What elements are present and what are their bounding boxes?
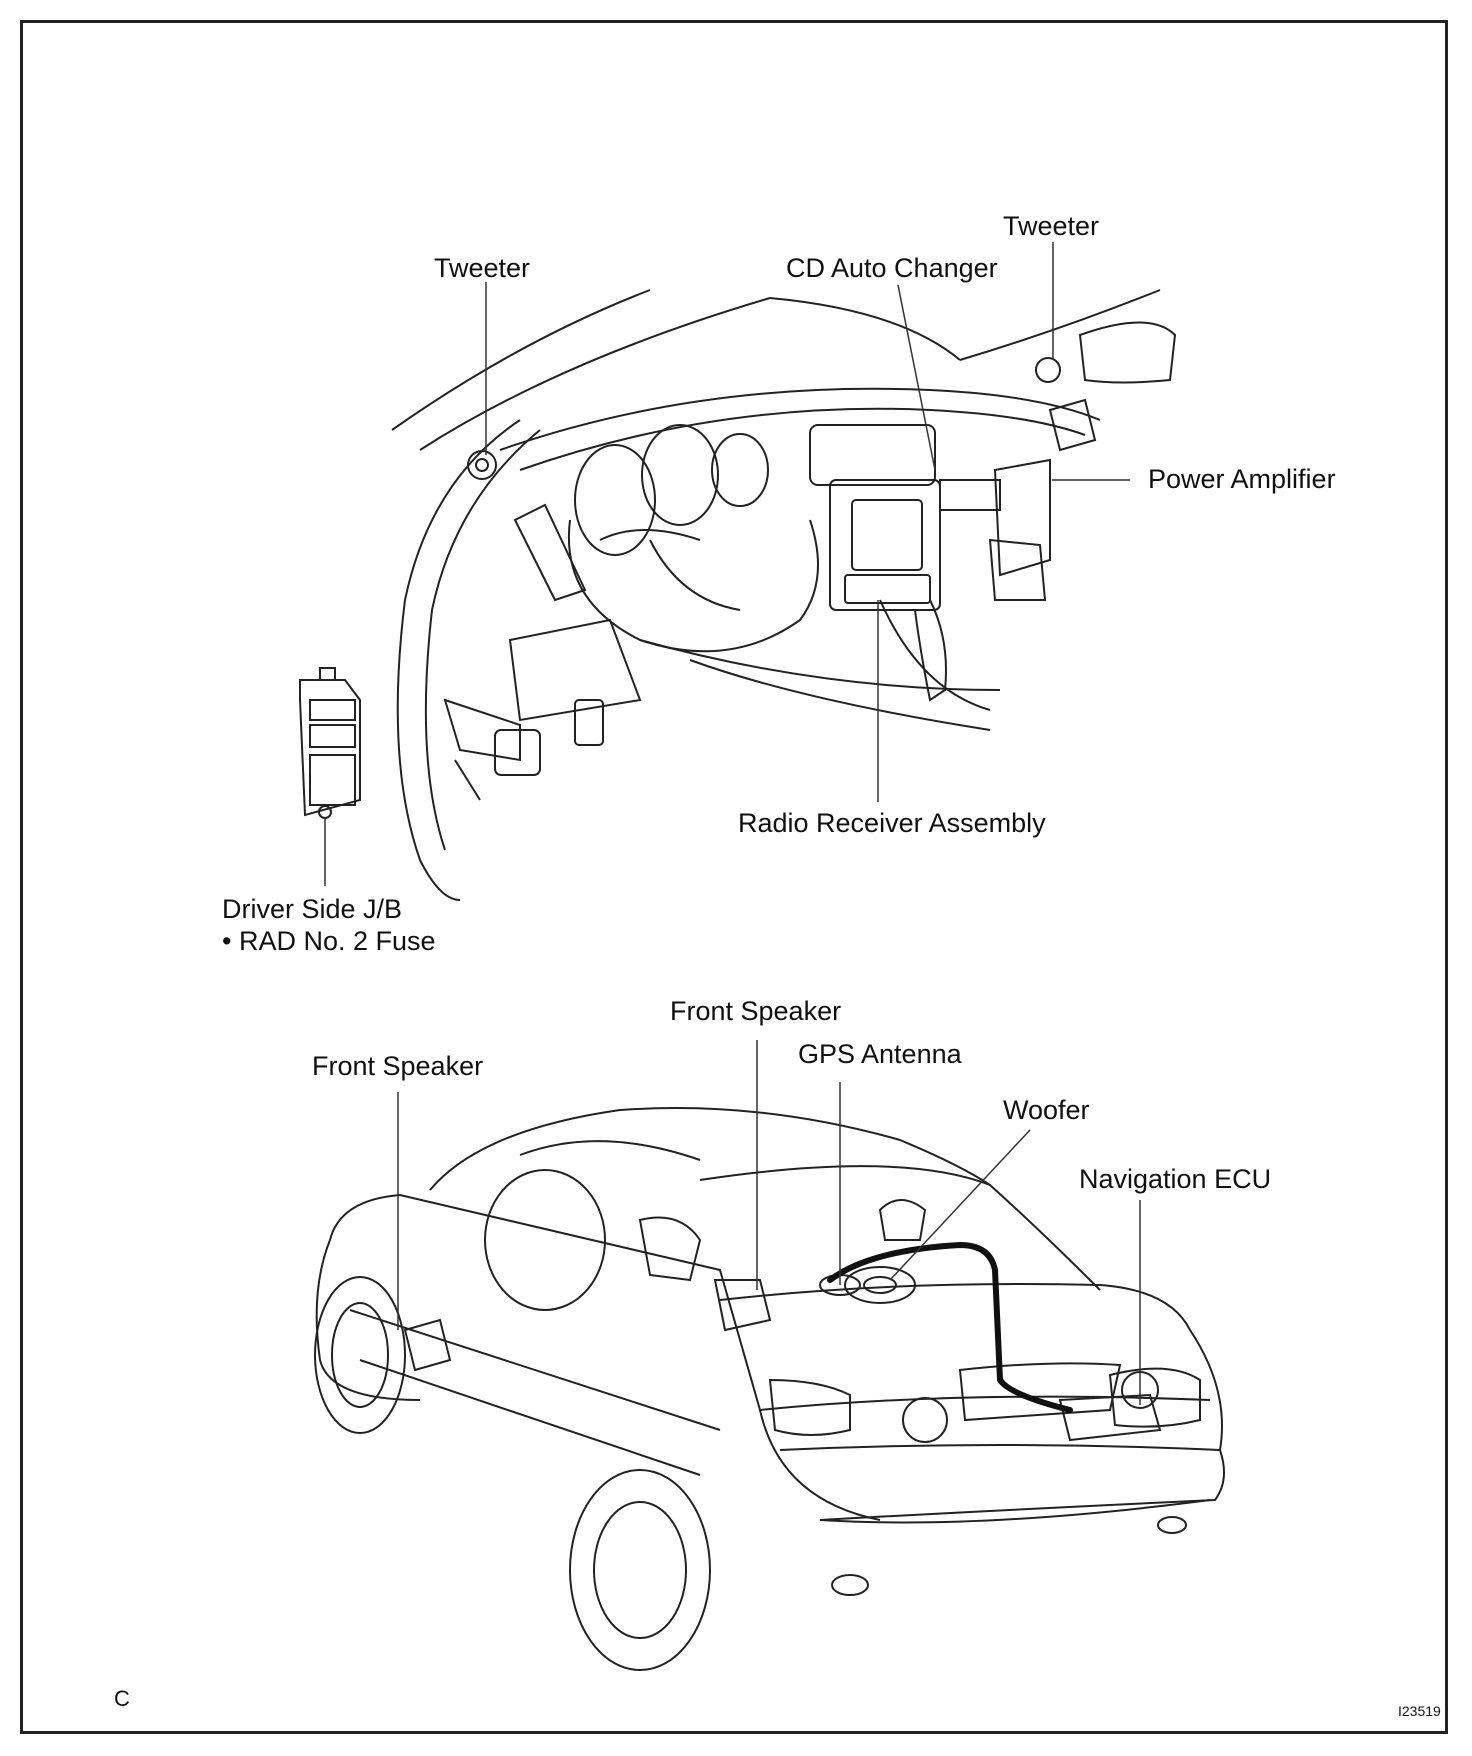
- dashboard-illustration: [299, 289, 1177, 901]
- label-navigation-ecu: Navigation ECU: [1079, 1164, 1272, 1194]
- corner-code-right: I23519: [1398, 1703, 1441, 1719]
- label-front-speaker-left: Front Speaker: [312, 1051, 484, 1081]
- label-tweeter-left: Tweeter: [434, 253, 531, 283]
- lower-leader-lines: [397, 1040, 1141, 1405]
- label-tweeter-right: Tweeter: [1003, 211, 1100, 241]
- label-radio-receiver: Radio Receiver Assembly: [738, 808, 1046, 838]
- car-illustration: [314, 1107, 1225, 1671]
- label-gps-antenna: GPS Antenna: [798, 1039, 962, 1069]
- label-front-speaker-right: Front Speaker: [670, 996, 842, 1026]
- diagram-frame: [20, 20, 1448, 1734]
- upper-leader-lines: [324, 242, 1130, 886]
- corner-code-left: C: [114, 1686, 130, 1711]
- label-power-amplifier: Power Amplifier: [1148, 464, 1336, 494]
- label-cd-auto-changer: CD Auto Changer: [786, 253, 998, 283]
- label-rad-fuse: • RAD No. 2 Fuse: [222, 926, 436, 956]
- label-driver-side-jb: Driver Side J/B: [222, 894, 403, 924]
- label-woofer: Woofer: [1003, 1095, 1090, 1125]
